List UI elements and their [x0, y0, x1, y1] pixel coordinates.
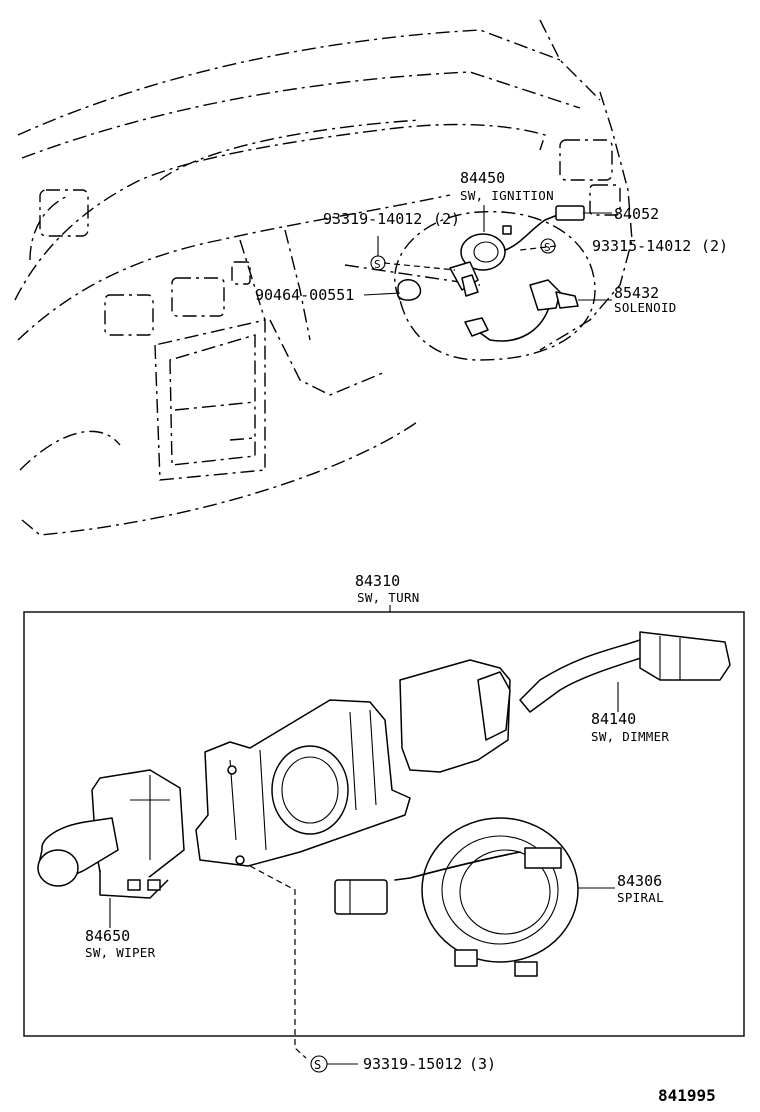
dimmer-switch-illustration: [399, 631, 731, 773]
spiral-cable-number: 84306: [617, 872, 662, 890]
screw-left-number: 93319-14012: [323, 210, 422, 228]
screw-left-qty: (2): [433, 210, 460, 228]
clamp-illustration: [397, 279, 422, 301]
spiral-cable-desc: SPIRAL: [617, 890, 664, 905]
screw-symbol-bottom: S: [310, 1055, 328, 1073]
harness-number: 84052: [614, 205, 659, 223]
ignition-switch-illustration: [449, 205, 585, 297]
diagram-id: 841995: [658, 1086, 716, 1105]
turn-switch-illustration: [195, 699, 411, 867]
dashboard-illustration: [14, 19, 633, 536]
wiper-switch-number: 84650: [85, 927, 130, 945]
turn-switch-number: 84310: [355, 572, 400, 590]
screw-bottom-number: 93319-15012: [363, 1055, 462, 1073]
svg-text:S: S: [374, 258, 381, 271]
wiper-switch-desc: SW, WIPER: [85, 945, 156, 960]
dimmer-switch-number: 84140: [591, 710, 636, 728]
wiper-switch-illustration: [37, 769, 185, 899]
solenoid-illustration: [464, 279, 579, 342]
screw-right-number: 93315-14012: [592, 237, 691, 255]
clamp-number: 90464-00551: [255, 286, 354, 304]
leader-lines-upper: [363, 205, 612, 301]
leader-lines-lower: [109, 682, 619, 1059]
screw-bottom-qty: (3): [469, 1055, 496, 1073]
solenoid-number: 85432: [614, 284, 659, 302]
turn-switch-desc: SW, TURN: [357, 590, 420, 605]
screw-symbol-right: S: [540, 238, 556, 254]
assembly-frame: [23, 611, 745, 1037]
dimmer-switch-desc: SW, DIMMER: [591, 729, 669, 744]
svg-text:S: S: [314, 1058, 321, 1072]
screw-symbol-left: S: [370, 255, 386, 271]
solenoid-desc: SOLENOID: [614, 300, 677, 315]
spiral-cable-illustration: [334, 817, 579, 977]
ignition-switch-number: 84450: [460, 169, 505, 187]
ignition-switch-desc: SW, IGNITION: [460, 188, 554, 203]
svg-text:S: S: [544, 241, 551, 254]
screw-right-qty: (2): [701, 237, 728, 255]
